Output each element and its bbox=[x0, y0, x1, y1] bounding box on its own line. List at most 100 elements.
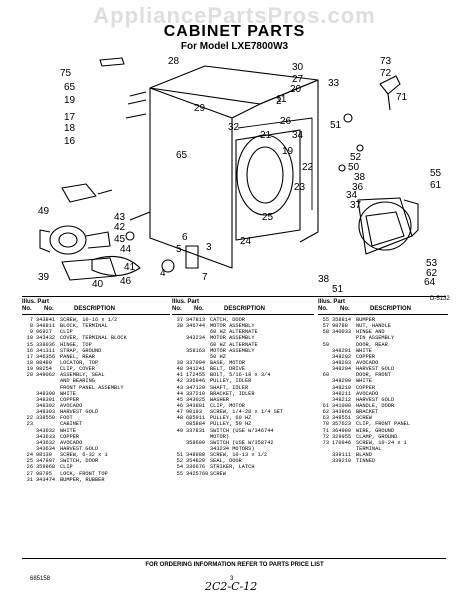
part-description: MOTOR ASSEMBLY bbox=[210, 347, 255, 354]
part-number: 685911 bbox=[186, 415, 206, 422]
illus-number: 72 bbox=[322, 433, 329, 440]
callout: 24 bbox=[240, 236, 252, 247]
part-number: 343966 bbox=[332, 409, 352, 416]
illus-number: 58 bbox=[322, 329, 329, 336]
illus-number: 10 bbox=[26, 335, 33, 342]
callout: 19 bbox=[64, 95, 76, 106]
callout: 43 bbox=[114, 212, 126, 223]
part-number: 347120 bbox=[186, 384, 206, 391]
part-number: 346356 bbox=[36, 353, 56, 360]
callout: 20 bbox=[290, 84, 302, 95]
part-number: 347813 bbox=[186, 317, 206, 323]
part-description: STRIKER, LATCH bbox=[210, 464, 255, 471]
part-number: 357623 bbox=[332, 421, 352, 428]
part-description: WHITE bbox=[356, 347, 372, 354]
cabinet-front bbox=[149, 87, 233, 269]
illus-number: 57 bbox=[322, 323, 329, 330]
part-description: STRAP, GROUND bbox=[60, 347, 102, 354]
part-number: 170946 bbox=[332, 439, 352, 446]
part-description: HARVEST GOLD bbox=[60, 445, 99, 452]
part-description: BLAND bbox=[356, 452, 372, 459]
part-description: CLIP, FRONT PANEL bbox=[356, 421, 411, 428]
part-description: MOTOR) bbox=[210, 433, 230, 440]
callout: 49 bbox=[38, 206, 50, 217]
part-number: 98489 bbox=[36, 359, 52, 366]
part-description: FOOT bbox=[60, 415, 73, 422]
callout: 72 bbox=[380, 68, 392, 79]
callout: 65 bbox=[176, 150, 188, 161]
table-row: TERMINAL bbox=[318, 446, 448, 452]
part-description: SWITCH, DOOR bbox=[60, 458, 99, 465]
callout: 34 bbox=[346, 190, 358, 201]
illus-number: 54 bbox=[176, 464, 183, 471]
part-number: 348551 bbox=[332, 415, 352, 422]
part-description: BRACKET, IDLER bbox=[210, 390, 255, 397]
part-description: BRACKET bbox=[356, 409, 379, 416]
callout: 6 bbox=[182, 232, 188, 243]
part-number: 96927 bbox=[36, 329, 52, 336]
illus-number: 63 bbox=[322, 415, 329, 422]
cabinet-rear-edge bbox=[259, 79, 319, 243]
illus-number: 71 bbox=[322, 427, 329, 434]
handwritten-note: 2C2-C-12 bbox=[205, 580, 258, 593]
part-description: SEAL, DOOR bbox=[210, 458, 242, 465]
callout: 61 bbox=[430, 180, 442, 191]
part-description: COPPER bbox=[356, 384, 376, 391]
part-number: 348393 bbox=[36, 409, 56, 416]
part-number: 348209 bbox=[332, 378, 352, 385]
illus-number: 48 bbox=[176, 415, 183, 422]
part-number: 340033 bbox=[332, 329, 352, 336]
callout: 45 bbox=[114, 234, 126, 245]
diagram-code: D-5132 bbox=[430, 296, 450, 302]
part-description: AVOCADO bbox=[60, 439, 83, 446]
illus-number: 7 bbox=[29, 317, 33, 323]
illus-number: 9 bbox=[29, 329, 33, 336]
part-number: 343025 bbox=[186, 396, 206, 403]
part-description: SWITCH (USE W/358742 bbox=[210, 439, 274, 446]
part-description: SCREW, 10-24 x 1 bbox=[356, 439, 407, 446]
part-description: PANEL, REAR bbox=[60, 353, 95, 360]
part-number: 685884 bbox=[186, 421, 206, 428]
illus-number: 23 bbox=[26, 421, 33, 428]
callout: 5 bbox=[176, 244, 182, 255]
part-number: 90193 bbox=[186, 409, 202, 416]
callout: 23 bbox=[294, 182, 306, 193]
part-description: BOLT, 5/16-18 x 3/4 bbox=[210, 372, 271, 379]
part-number: 348212 bbox=[332, 396, 352, 403]
door-seal bbox=[358, 201, 412, 251]
callout: 42 bbox=[114, 222, 126, 233]
part-description: WIRE, GROUND bbox=[356, 427, 395, 434]
table-bottom-rule bbox=[22, 558, 446, 559]
part-description: BASE, MOTOR bbox=[210, 359, 245, 366]
illus-number: 15 bbox=[26, 341, 33, 348]
part-description: SCREW bbox=[210, 470, 226, 477]
part-number: 341241 bbox=[186, 366, 206, 373]
callout: 36 bbox=[352, 182, 364, 193]
part-number: 348811 bbox=[36, 323, 56, 330]
callout: 22 bbox=[302, 162, 314, 173]
callout: 41 bbox=[124, 262, 136, 273]
part-number: 348392 bbox=[36, 402, 56, 409]
part-description: DOOR, FRONT bbox=[356, 372, 391, 379]
part-description: NUT, HANDLE bbox=[356, 323, 391, 330]
callout: 46 bbox=[120, 276, 132, 287]
part-number: 348390 bbox=[36, 390, 56, 397]
part-number: 98139 bbox=[36, 452, 52, 459]
ordering-note: FOR ORDERING INFORMATION REFER TO PARTS … bbox=[145, 562, 324, 568]
